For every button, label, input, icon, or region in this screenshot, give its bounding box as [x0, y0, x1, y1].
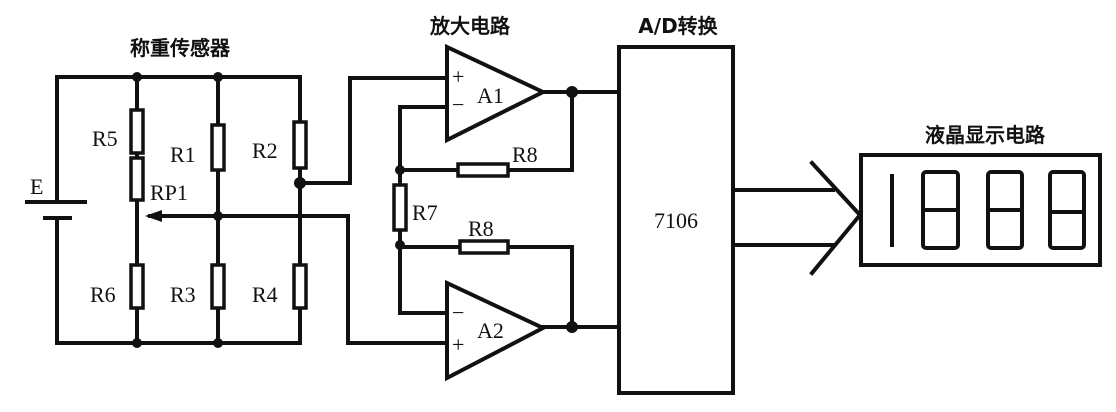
opamp-a1 — [445, 43, 548, 144]
lcd-title: 液晶显示电路 — [925, 123, 1046, 147]
label-r8-top: R8 — [512, 142, 538, 167]
wiper-arrow-icon — [145, 210, 162, 222]
adc-title: A/D转换 — [638, 14, 718, 38]
a2-minus: − — [452, 300, 464, 325]
resistor-r2 — [292, 120, 308, 170]
label-r4: R4 — [252, 282, 278, 307]
sensor-title: 称重传感器 — [130, 36, 231, 60]
a2-plus: + — [452, 332, 464, 357]
junction-dots — [132, 72, 578, 348]
label-r7: R7 — [412, 200, 438, 225]
lcd-display — [859, 153, 1102, 267]
a1-minus: − — [452, 92, 464, 117]
resistor-r5 — [129, 108, 145, 155]
label-rp1: RP1 — [150, 180, 188, 205]
label-a1: A1 — [477, 83, 504, 108]
bus-arrow-icon — [731, 160, 863, 276]
resistor-r8-bottom — [458, 239, 510, 255]
resistor-r8-top — [456, 162, 510, 178]
chip-label: 7106 — [654, 208, 698, 233]
label-r6: R6 — [90, 282, 116, 307]
resistor-r3 — [210, 263, 226, 310]
label-r5: R5 — [92, 126, 118, 151]
label-r8-bottom: R8 — [468, 216, 494, 241]
resistor-r4 — [292, 263, 308, 310]
label-a2: A2 — [477, 318, 504, 343]
a1-plus: + — [452, 64, 464, 89]
label-r2: R2 — [252, 138, 278, 163]
adc-chip-7106 — [617, 45, 735, 395]
amplifier-wires — [398, 90, 619, 329]
battery — [25, 200, 87, 220]
label-r3: R3 — [170, 282, 196, 307]
potentiometer-rp1 — [129, 156, 145, 202]
battery-label: E — [30, 174, 43, 199]
resistor-r1 — [210, 123, 226, 172]
resistor-r7 — [392, 183, 408, 232]
amplifier-title: 放大电路 — [429, 14, 511, 38]
lcd-digits: 1888 — [890, 170, 1086, 250]
opamp-a2 — [445, 279, 548, 382]
resistor-r6 — [129, 263, 145, 310]
label-r1: R1 — [170, 142, 196, 167]
